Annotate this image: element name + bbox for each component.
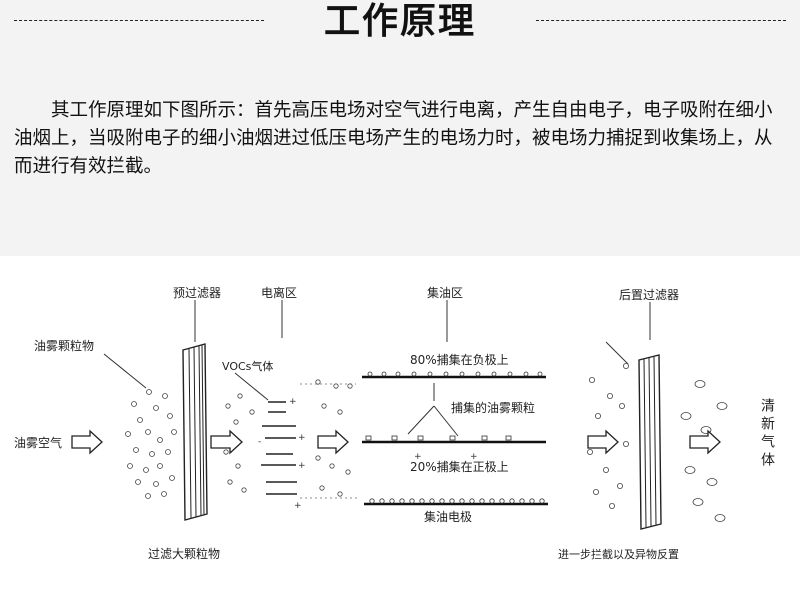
label-positive-plate: 20%捕集在正极上: [410, 460, 509, 474]
flow-arrows: [71, 429, 721, 455]
oil-particles: [125, 363, 630, 509]
label-post-filter: 后置过滤器: [619, 288, 680, 302]
charge-signs: + + + + -: [258, 397, 306, 511]
label-vocs-gas: VOCs气体: [222, 360, 274, 373]
captured-leader-line-1: [407, 405, 435, 435]
working-principle-diagram: + + + + -: [0, 256, 800, 608]
captured-leader-line-2: [433, 405, 459, 437]
label-ionization-zone: 电离区: [261, 286, 298, 300]
label-oil-collector-plate: 集油电极: [424, 510, 473, 524]
particles-leader-line: [103, 353, 147, 389]
page-title: 工作原理: [323, 1, 476, 42]
svg-text:+: +: [298, 461, 306, 471]
label-further-interception: 进一步拦截以及异物反置: [558, 548, 679, 561]
ionization-electrodes: [261, 401, 297, 495]
label-clean-gas: 清新气体: [759, 398, 775, 470]
principle-description: 其工作原理如下图所示：首先高压电场对空气进行电离，产生自由电子，电子吸附在细小油…: [14, 100, 773, 177]
title-divider-left: [14, 20, 264, 21]
post-filter: [638, 354, 662, 530]
svg-text:+: +: [289, 397, 297, 407]
header-section: 工作原理 其工作原理如下图所示：首先高压电场对空气进行电离，产生自由电子，电子吸…: [0, 0, 800, 256]
svg-text:+: +: [414, 452, 422, 462]
label-large-particles: 过滤大颗粒物: [148, 547, 221, 561]
diagram-graphics: + + + + -: [71, 300, 728, 530]
svg-text:+: +: [298, 433, 306, 443]
svg-text:-: -: [258, 437, 261, 447]
postfilter-note-line: [605, 341, 629, 365]
pre-filter: [182, 343, 208, 521]
label-negative-plate: 80%捕集在负极上: [410, 353, 509, 367]
clean-air-puffs: [680, 380, 728, 522]
label-oil-mist-particles: 油雾颗粒物: [34, 339, 95, 353]
svg-text:+: +: [294, 501, 302, 511]
collection-plates: ++: [362, 371, 548, 506]
label-oily-air: 油雾空气: [14, 436, 63, 450]
svg-text:+: +: [470, 452, 478, 462]
flow-lines: [300, 383, 358, 499]
vocs-leader-line: [234, 372, 269, 401]
label-pre-filter: 预过滤器: [173, 286, 222, 300]
label-oil-collection-zone: 集油区: [427, 286, 464, 300]
title-divider-right: [536, 20, 786, 21]
label-captured-particles: 捕集的油雾颗粒: [451, 401, 536, 415]
